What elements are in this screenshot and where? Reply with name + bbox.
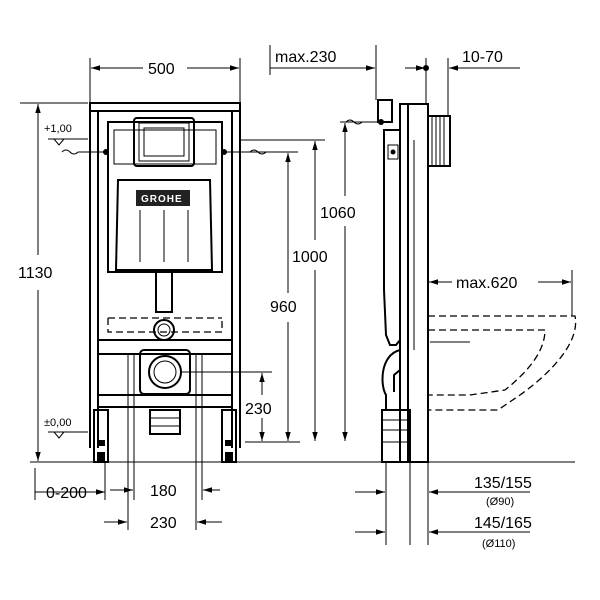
dim-max-620: max.620 (429, 270, 573, 316)
svg-text:(Ø110): (Ø110) (482, 538, 515, 550)
drain-connector (139, 349, 191, 435)
svg-text:230: 230 (150, 515, 177, 532)
svg-text:145/165: 145/165 (474, 515, 532, 532)
svg-text:max.230: max.230 (275, 49, 336, 66)
svg-text:±0,00: ±0,00 (44, 417, 71, 429)
dim-960: 960 (235, 151, 298, 441)
cistern: GROHE (107, 117, 223, 341)
svg-text:1000: 1000 (292, 249, 328, 266)
dim-max-230: max.230 (269, 45, 377, 100)
side-bowl-outline (428, 315, 577, 411)
dim-10-70: 10-70 (405, 49, 520, 116)
dim-500: 500 (89, 58, 241, 102)
dim-230-height: 230 (180, 371, 300, 443)
side-view: max.230 10-70 1060 max.620 (269, 45, 577, 550)
svg-text:10-70: 10-70 (462, 49, 503, 66)
svg-text:max.620: max.620 (456, 275, 517, 292)
side-frame (345, 99, 451, 463)
svg-text:1060: 1060 (320, 205, 356, 222)
frame (89, 102, 241, 463)
grohe-logo: GROHE (141, 194, 183, 205)
svg-text:230: 230 (245, 401, 272, 418)
dim-bottom: 0-200 180 230 (34, 395, 222, 532)
level-marker-floor: ±0,00 (44, 417, 88, 439)
svg-text:180: 180 (150, 483, 177, 500)
svg-text:500: 500 (148, 61, 175, 78)
dim-pipe: 135/155 (Ø90) 145/165 (Ø110) (355, 462, 532, 550)
svg-text:0-200: 0-200 (46, 485, 87, 502)
svg-text:960: 960 (270, 299, 297, 316)
dim-1000: 1000 (240, 139, 328, 441)
svg-text:1130: 1130 (18, 265, 53, 282)
bowl-outline (107, 317, 223, 333)
dim-1130: 1130 (18, 102, 88, 461)
svg-text:(Ø90): (Ø90) (486, 496, 514, 508)
svg-text:+1,00: +1,00 (44, 123, 72, 135)
front-view: GROHE (18, 58, 372, 532)
svg-text:135/155: 135/155 (474, 475, 532, 492)
dim-1060: 1060 (320, 121, 378, 441)
level-marker-top: +1,00 (44, 123, 88, 146)
